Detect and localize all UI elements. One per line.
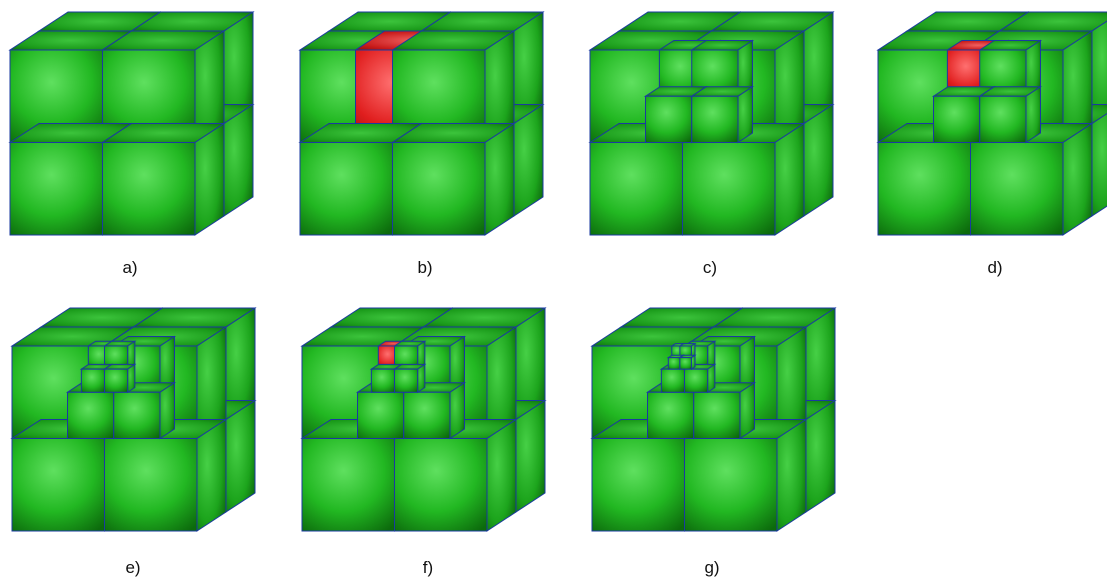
cell-18-front: [592, 439, 685, 532]
panel-caption: f): [408, 558, 448, 578]
cell-19-front: [685, 439, 778, 532]
cell-8-front: [393, 143, 486, 236]
cell-21-front: [648, 392, 694, 438]
cube-panel-c: [590, 12, 833, 235]
cell-7-side: [195, 124, 224, 236]
cell-3-side: [226, 401, 255, 513]
cell-22-front: [395, 369, 418, 392]
cell-11-side: [1063, 124, 1092, 236]
cell-14-front: [934, 96, 980, 142]
cell-7-front: [103, 143, 196, 236]
cube-panel-g: [592, 308, 835, 531]
cell-6-front: [10, 143, 103, 236]
cell-10-front: [878, 143, 971, 236]
cell-14-front: [302, 439, 395, 532]
cell-3-side: [516, 401, 545, 513]
cell-14-front: [12, 439, 105, 532]
cell-8-side: [485, 124, 514, 236]
panel-caption: e): [113, 558, 153, 578]
cell-17-front: [68, 392, 114, 438]
panel-caption: g): [692, 558, 732, 578]
cell-15-side: [487, 420, 516, 532]
cell-18-front: [114, 392, 160, 438]
cell-22-front: [105, 369, 128, 392]
cell-15-front: [395, 439, 488, 532]
cell-29-front: [680, 358, 692, 370]
cell-18-side: [450, 383, 465, 439]
cell-17-front: [358, 392, 404, 438]
cell-3-side: [514, 105, 543, 217]
cube-panel-b: [300, 12, 543, 235]
cell-7-front: [300, 143, 393, 236]
cube-panel-f: [302, 308, 545, 531]
cell-22-side: [418, 364, 425, 392]
cell-15-side: [1026, 87, 1041, 143]
cell-29-side: [691, 355, 695, 369]
cube-panel-d: [878, 12, 1107, 235]
cell-3-side: [224, 105, 253, 217]
panel-caption: d): [975, 258, 1015, 278]
cell-22-side: [128, 364, 135, 392]
cell-25-front: [685, 369, 708, 392]
cell-3-side: [806, 401, 835, 513]
cell-21-front: [81, 369, 104, 392]
cell-25-side: [708, 364, 715, 392]
cell-22-side: [740, 383, 755, 439]
cell-22-front: [694, 392, 740, 438]
cell-14-front: [646, 96, 692, 142]
cell-10-front: [590, 143, 683, 236]
panel-caption: a): [110, 258, 150, 278]
cell-15-side: [738, 87, 753, 143]
cube-panel-a: [10, 12, 253, 235]
cell-11-side: [775, 124, 804, 236]
cell-18-front: [404, 392, 450, 438]
cell-19-side: [777, 420, 806, 532]
cell-15-front: [692, 96, 738, 142]
panel-caption: c): [690, 258, 730, 278]
cell-3-side: [804, 105, 833, 217]
cell-28-front: [668, 358, 680, 370]
cube-panel-e: [12, 308, 255, 531]
cell-15-front: [980, 96, 1026, 142]
cell-11-front: [683, 143, 776, 236]
cell-15-side: [197, 420, 226, 532]
panel-caption: b): [405, 258, 445, 278]
cell-21-front: [371, 369, 394, 392]
cell-15-front: [105, 439, 198, 532]
cell-11-front: [971, 143, 1064, 236]
cell-24-front: [661, 369, 684, 392]
cell-18-side: [160, 383, 175, 439]
